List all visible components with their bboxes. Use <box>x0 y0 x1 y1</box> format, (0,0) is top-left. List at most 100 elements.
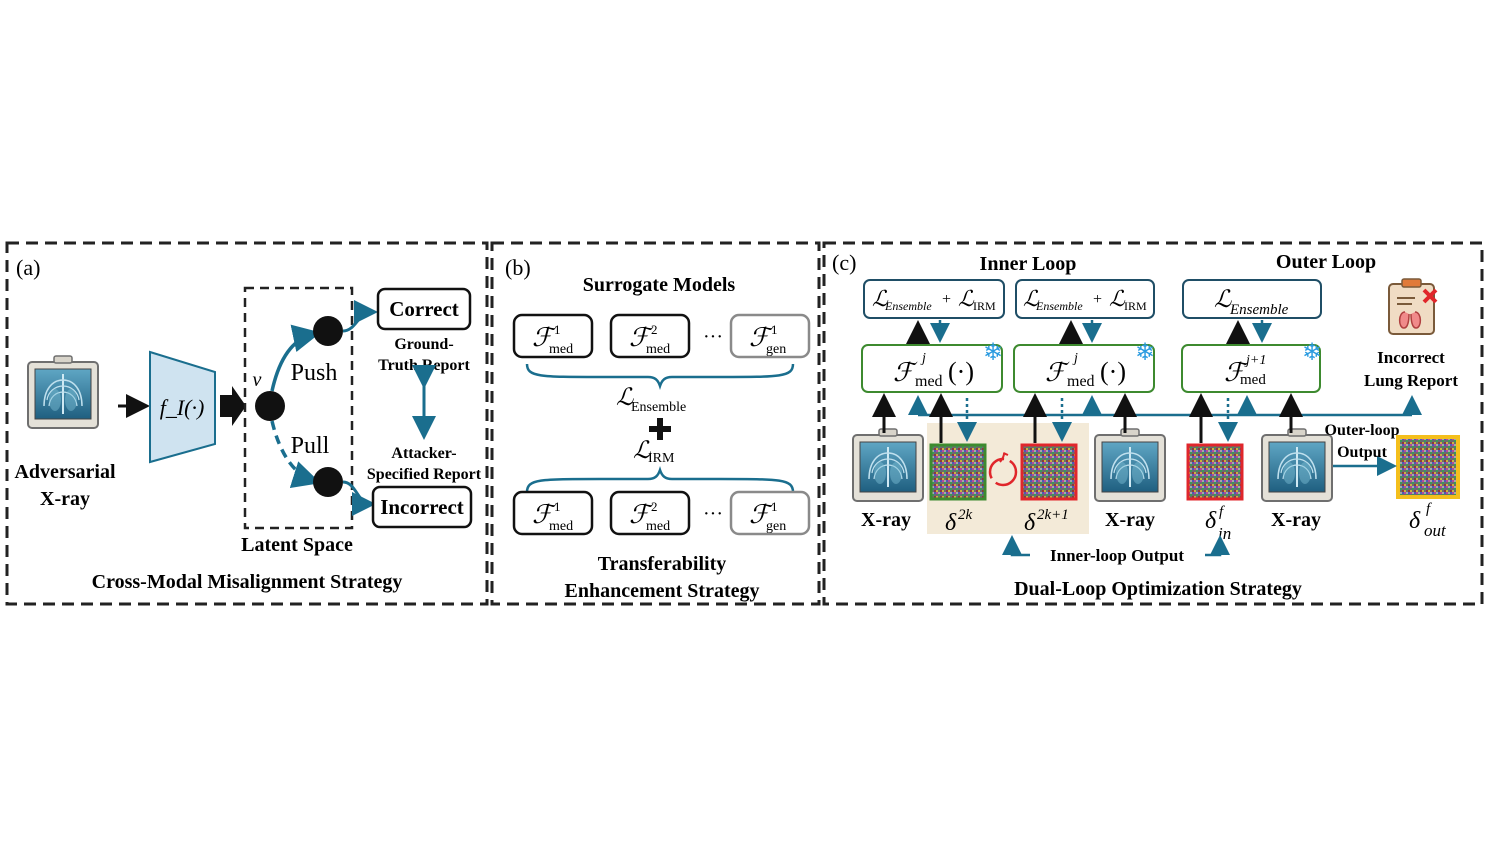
delta-in-square <box>1186 443 1244 501</box>
delta-2k-sym: δ <box>945 510 957 536</box>
arrow-to-correct <box>342 300 378 333</box>
xray-label-c2: X-ray <box>1105 509 1155 531</box>
loss2-plus: + <box>1093 291 1102 308</box>
snowflake-icon-2: ❄ <box>1135 340 1155 366</box>
model-c2-sup: j <box>1072 351 1078 366</box>
loss-box-1 <box>863 279 1005 319</box>
model-sup-top-2: 2 <box>651 322 658 337</box>
gt-line2: Truth Report <box>378 357 470 374</box>
loss2-sym-a: ℒ <box>1023 286 1040 311</box>
snowflake-icon-3: ❄ <box>1302 340 1322 366</box>
loss2-sub-b: IRM <box>1124 299 1147 313</box>
model-c3-sup: j+1 <box>1244 353 1266 368</box>
model-sub-top-2: med <box>646 342 670 357</box>
inner-loop-title: Inner Loop <box>980 253 1077 275</box>
model-c3-sub: med <box>1240 372 1266 388</box>
attacker-line1: Attacker- <box>391 445 456 462</box>
panel-a-letter: (a) <box>16 255 40 280</box>
clipboard-report-icon <box>1388 278 1438 335</box>
panel-a-caption: Cross-Modal Misalignment Strategy <box>92 571 403 593</box>
loss1-plus: + <box>942 291 951 308</box>
panel-c-border <box>822 241 1484 606</box>
arrow-to-incorrect <box>342 480 376 516</box>
model-sub-bottom-1: med <box>549 519 573 534</box>
model-box-c2 <box>1013 344 1155 393</box>
loss3-sub: Ensemble <box>1229 302 1289 318</box>
panel-b-caption-line2: Enhancement Strategy <box>565 580 760 602</box>
delta-out-sub: out <box>1424 521 1447 540</box>
delta-out-sup: f <box>1426 501 1432 517</box>
xray-label-c3: X-ray <box>1271 509 1321 531</box>
inner-output-label: Inner-loop Output <box>1050 546 1184 565</box>
attacker-line2: Specified Report <box>367 466 482 483</box>
delta-in-sup: f <box>1219 504 1225 520</box>
input-label-line2: X-ray <box>40 488 90 510</box>
outer-output-line1: Outer-loop <box>1325 422 1400 439</box>
incorrect-report-line1: Incorrect <box>1377 348 1445 367</box>
xray-label-c1: X-ray <box>861 509 911 531</box>
brace-top <box>525 363 795 390</box>
snowflake-icon-1: ❄ <box>983 340 1003 366</box>
latent-space-label: Latent Space <box>241 534 353 556</box>
loss-ensemble-sub: Ensemble <box>631 400 686 415</box>
loss-ensemble-sym: ℒ <box>616 385 634 411</box>
correct-box <box>376 287 472 331</box>
model-sub-bottom-3: gen <box>766 519 786 534</box>
brace-bottom <box>525 466 795 493</box>
inner-output-left <box>1010 538 1030 557</box>
model-sup-bottom-1: 1 <box>554 499 561 514</box>
delta-2k-square <box>929 443 987 501</box>
model-sub-top-1: med <box>549 342 573 357</box>
pull-label: Pull <box>291 433 330 459</box>
loss1-sym-b: ℒ <box>958 286 975 311</box>
delta-out-sym: δ <box>1409 508 1421 534</box>
model-box-bottom-2 <box>609 490 691 536</box>
loss2-sym-b: ℒ <box>1109 286 1126 311</box>
encoder-trapezoid <box>149 350 216 464</box>
xray-icon-c2 <box>1094 428 1166 502</box>
delta-2k1-square <box>1020 443 1078 501</box>
model-box-bottom-3 <box>729 490 811 536</box>
model-sup-top-1: 1 <box>554 322 561 337</box>
swap-cycle-icon <box>988 457 1018 487</box>
panel-b-caption-line1: Transferability <box>598 553 727 575</box>
adversarial-xray-icon <box>27 355 99 429</box>
plus-icon <box>649 418 671 440</box>
panel-c-letter: (c) <box>832 250 856 275</box>
panel-c-caption: Dual-Loop Optimization Strategy <box>1014 578 1302 600</box>
outer-output-line2: Output <box>1337 444 1387 461</box>
loss1-sub-a: Ensemble <box>884 299 932 313</box>
loss-box-3 <box>1182 279 1322 319</box>
model-sup-bottom-2: 2 <box>651 499 658 514</box>
model-box-top-3 <box>729 313 811 359</box>
delta-2k1-sup: 2k+1 <box>1037 507 1069 523</box>
surrogate-title: Surrogate Models <box>583 274 736 296</box>
model-sub-bottom-2: med <box>646 519 670 534</box>
big-arrow-to-latent <box>220 386 246 426</box>
incorrect-report-line2: Lung Report <box>1364 371 1458 390</box>
outer-loop-title: Outer Loop <box>1276 251 1376 273</box>
model-c2-sub: med <box>1067 373 1095 390</box>
model-sub-top-3: gen <box>766 342 786 357</box>
loss1-sym-a: ℒ <box>872 286 889 311</box>
encoder-label: f_I(·) <box>160 395 205 420</box>
xray-icon-c1 <box>852 428 924 502</box>
latent-space-box <box>243 286 354 530</box>
embedding-node <box>255 391 285 421</box>
inner-output-right <box>1205 535 1230 557</box>
push-label: Push <box>291 360 338 386</box>
models-bottom-row: ℱ 1 med ℱ 2 med ··· ℱ 1 gen <box>512 490 811 536</box>
delta-out-square <box>1396 435 1460 499</box>
model-c2-paren: (·) <box>1100 357 1126 386</box>
delta-2k1-sym: δ <box>1024 510 1036 536</box>
panel-b-letter: (b) <box>505 255 531 280</box>
gt-line1: Ground- <box>394 336 453 353</box>
xray-icon-c3 <box>1261 428 1333 502</box>
model-c1-sup: j <box>920 351 926 366</box>
model-c1-sub: med <box>915 373 943 390</box>
loss-box-2 <box>1015 279 1155 319</box>
models-top-row: ℱ 1 med ℱ 2 med ··· ℱ 1 gen <box>512 313 811 359</box>
ellipsis-bottom: ··· <box>703 503 723 525</box>
delta-2k-sup: 2k <box>958 507 973 523</box>
